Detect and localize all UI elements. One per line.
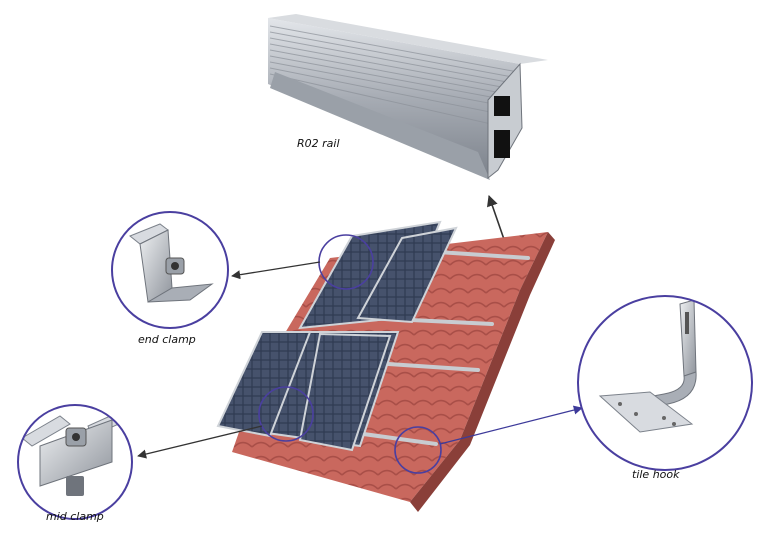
roof-image	[216, 220, 555, 512]
tile-hook-label: tile hook	[632, 468, 680, 481]
mid-clamp-highlight	[258, 386, 314, 442]
end-clamp-arrow	[231, 261, 321, 280]
tile-hook-highlight	[394, 426, 442, 474]
mid-clamp-callout	[17, 404, 133, 520]
end-clamp-icon	[129, 223, 214, 303]
end-clamp-callout	[111, 211, 229, 329]
end-clamp-label: end clamp	[138, 333, 196, 346]
mid-clamp-arrow	[137, 425, 263, 459]
tile-hook-arrow	[439, 405, 583, 445]
rail-label: R02 rail	[297, 137, 340, 150]
mid-clamp-label: mid clamp	[46, 510, 104, 523]
rail-image	[268, 14, 548, 180]
tile-hook-callout	[577, 295, 753, 471]
tile-hook-icon	[598, 299, 697, 433]
